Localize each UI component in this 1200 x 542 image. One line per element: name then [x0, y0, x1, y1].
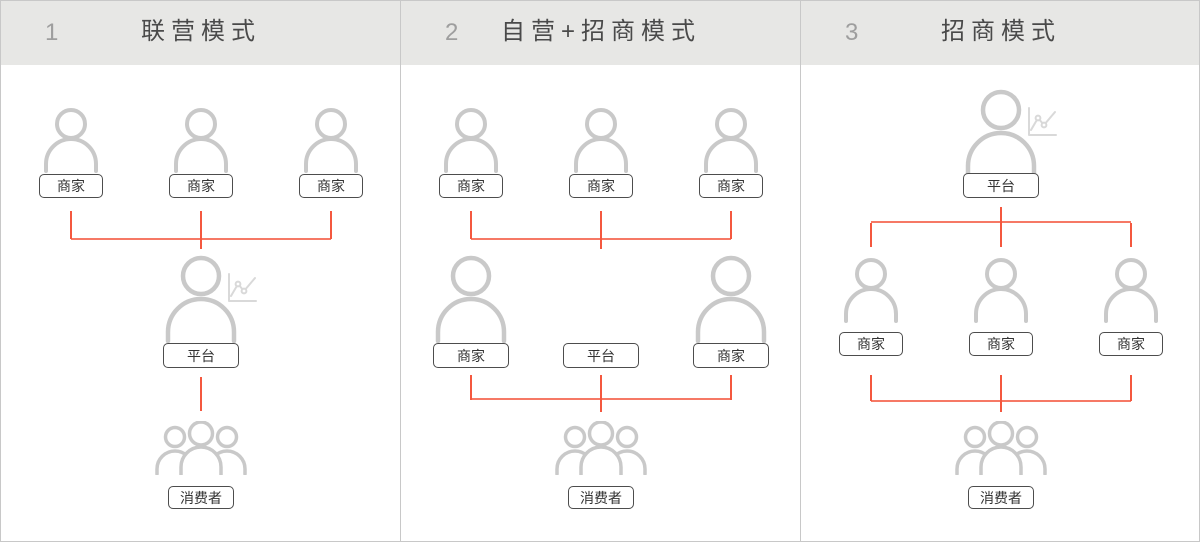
connector-vertical-line — [730, 211, 732, 239]
connector-horizontal-line — [471, 238, 731, 240]
platform-tag: 平台 — [163, 343, 239, 368]
panel-self-operated-plus-merchant-model: 2 自营+招商模式 商家 商家 商家 商家 平台 商家 消费者 — [400, 1, 801, 541]
line-chart-trend-icon — [1028, 107, 1057, 136]
connector-vertical-line — [870, 375, 872, 401]
consumer-tag: 消费者 — [568, 486, 634, 509]
merchant-tag: 商家 — [699, 174, 763, 198]
platform-tag: 平台 — [563, 343, 639, 368]
panel-merchant-recruitment-model: 3 招商模式 平台 商家 商家 商家 消费者 — [800, 1, 1199, 541]
merchant-tag: 商家 — [39, 174, 103, 198]
merchant-tag: 商家 — [569, 174, 633, 198]
connector-vertical-line — [200, 377, 202, 411]
panel-joint-operation-model: 1 联营模式 商家 商家 商家 平台 消费者 — [1, 1, 401, 541]
consumers-group-icon — [555, 421, 647, 475]
panel-number: 3 — [845, 19, 859, 46]
merchant-person-icon — [444, 108, 498, 173]
connector-horizontal-line — [471, 398, 731, 400]
connector-vertical-line — [1000, 375, 1002, 412]
connector-horizontal-line — [871, 400, 1131, 402]
merchant-tag: 商家 — [299, 174, 363, 198]
merchant-person-icon — [174, 108, 228, 173]
consumer-tag: 消费者 — [168, 486, 234, 509]
connector-vertical-line — [470, 375, 472, 400]
merchant-person-icon — [304, 108, 358, 173]
merchant-person-icon — [691, 255, 771, 343]
panel-title: 自营+招商模式 — [500, 18, 701, 45]
merchant-tag: 商家 — [693, 343, 769, 368]
connector-vertical-line — [730, 375, 732, 400]
connector-vertical-line — [330, 211, 332, 239]
merchant-person-icon — [44, 108, 98, 173]
connector-vertical-line — [600, 375, 602, 412]
connector-vertical-line — [70, 211, 72, 239]
merchant-tag: 商家 — [839, 332, 903, 356]
header-strip — [1, 1, 1199, 65]
connector-vertical-line — [870, 223, 872, 247]
merchant-tag: 商家 — [169, 174, 233, 198]
consumers-group-icon — [155, 421, 247, 475]
merchant-tag: 商家 — [969, 332, 1033, 356]
panel-number: 1 — [45, 19, 59, 46]
connector-vertical-line — [600, 211, 602, 249]
panel-title: 联营模式 — [141, 18, 261, 45]
merchant-person-icon — [844, 258, 898, 323]
merchant-person-icon — [1104, 258, 1158, 323]
platform-tag: 平台 — [963, 173, 1039, 198]
panel-title: 招商模式 — [941, 18, 1061, 45]
connector-vertical-line — [200, 211, 202, 249]
line-chart-trend-icon — [228, 273, 257, 302]
merchant-person-icon — [431, 255, 511, 343]
connector-horizontal-line — [71, 238, 331, 240]
merchant-person-icon — [704, 108, 758, 173]
connector-vertical-line — [1130, 375, 1132, 401]
connector-vertical-line — [470, 211, 472, 239]
connector-horizontal-line — [871, 221, 1131, 223]
merchant-person-icon — [574, 108, 628, 173]
panel-number: 2 — [445, 19, 459, 46]
consumers-group-icon — [955, 421, 1047, 475]
merchant-person-icon — [974, 258, 1028, 323]
merchant-tag: 商家 — [433, 343, 509, 368]
consumer-tag: 消费者 — [968, 486, 1034, 509]
connector-vertical-line — [1130, 223, 1132, 247]
merchant-tag: 商家 — [1099, 332, 1163, 356]
merchant-tag: 商家 — [439, 174, 503, 198]
connector-vertical-line — [1000, 207, 1002, 247]
